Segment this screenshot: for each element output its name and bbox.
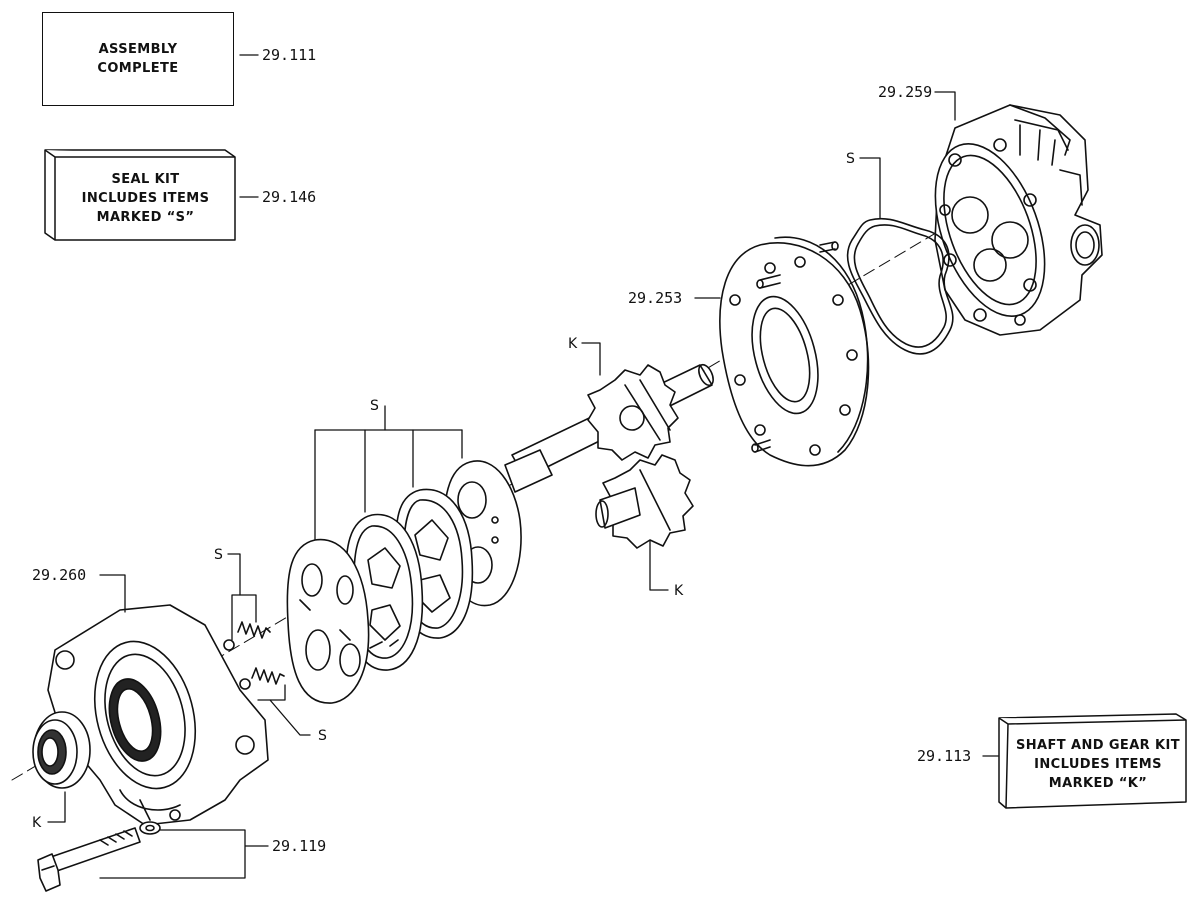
- shaft-gear-kit-box: SHAFT AND GEAR KIT INCLUDES ITEMS MARKED…: [1016, 737, 1180, 791]
- rear-cover-drawing: [934, 104, 1103, 336]
- marker-s-wear-plates: S: [370, 398, 379, 414]
- label-front-cover: 29.260: [32, 566, 86, 584]
- marker-k-shaft-seal: K: [32, 815, 42, 831]
- marker-k-drive-gear: K: [568, 336, 578, 352]
- spring-lower-drawing: [239, 667, 285, 690]
- drive-shaft-gear-drawing: [504, 363, 714, 493]
- idler-gear-drawing: [595, 454, 694, 549]
- seal-kit-box: SEAL KIT INCLUDES ITEMS MARKED “S”: [81, 171, 210, 225]
- marker-k-idler-gear: K: [674, 583, 684, 599]
- bolt-washer-drawing: [37, 821, 161, 892]
- o-ring-seal-drawing: [846, 217, 954, 355]
- label-shaft-gear-kit-part-no: 29.113: [917, 747, 971, 765]
- leader-lines: [47, 54, 999, 879]
- label-seal-kit-part-no: 29.146: [262, 188, 316, 206]
- marker-s-upper-spring: S: [214, 547, 223, 563]
- marker-s-lower-spring: S: [318, 728, 327, 744]
- shaft-seal-drawing: [32, 711, 91, 789]
- label-assembly-part-no: 29.111: [262, 46, 316, 64]
- seal-kit-box-frame: [44, 149, 236, 241]
- assembly-complete-box: ASSEMBLY COMPLETE: [42, 12, 234, 106]
- marker-s-oring: S: [846, 151, 855, 167]
- label-bolt-washer: 29.119: [272, 837, 326, 855]
- label-rear-cover: 29.259: [878, 83, 932, 101]
- front-cover-drawing: [47, 604, 269, 826]
- spring-upper-drawing: [223, 621, 271, 651]
- label-gear-housing: 29.253: [628, 289, 682, 307]
- gear-housing-drawing: [719, 236, 870, 467]
- wear-plate-1-drawing: [286, 538, 370, 704]
- shaft-gear-kit-box-frame: [998, 713, 1187, 809]
